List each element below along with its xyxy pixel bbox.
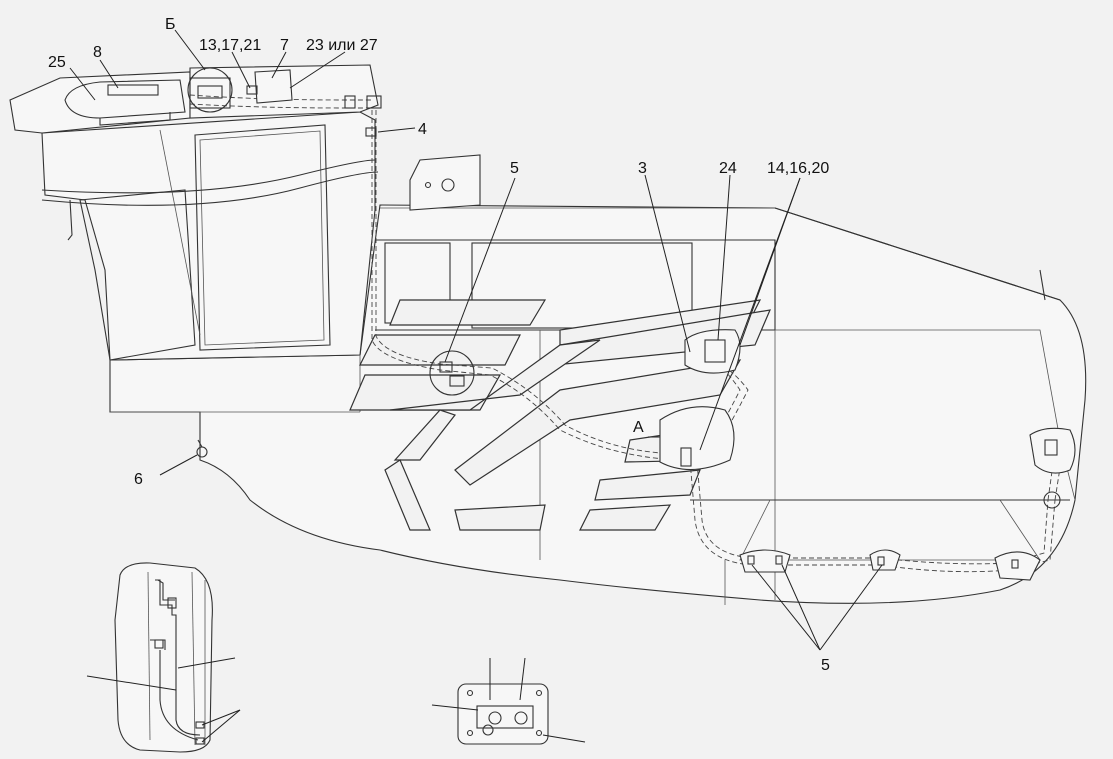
callout-5-bottom: 5 bbox=[821, 657, 830, 674]
cab-window bbox=[194, 124, 331, 351]
machine-body bbox=[9, 64, 1087, 605]
callout-3: 3 bbox=[638, 160, 647, 177]
callout-6: 6 bbox=[134, 471, 143, 488]
exhaust-box bbox=[409, 154, 481, 211]
callout-25: 25 bbox=[48, 54, 66, 71]
leader-lines bbox=[69, 29, 883, 651]
side-stripes bbox=[349, 299, 771, 531]
detail-a-outline bbox=[114, 562, 213, 753]
switch-knob-right bbox=[514, 711, 528, 725]
cab-box bbox=[41, 111, 376, 361]
callout-labels: 25 8 Б 13,17,21 7 23 или 27 4 5 3 24 14,… bbox=[48, 16, 830, 674]
equipment-box-23 bbox=[254, 69, 293, 104]
callout-a-main: А bbox=[633, 419, 644, 436]
detail-b-plate bbox=[457, 683, 549, 745]
detail-b-switch-panel bbox=[476, 705, 534, 729]
roof-console bbox=[64, 79, 186, 119]
callout-b-top: Б bbox=[165, 16, 176, 33]
detail-b bbox=[431, 657, 586, 745]
switch-knob-left bbox=[488, 711, 502, 725]
panel-b-location bbox=[189, 77, 231, 109]
component-24 bbox=[684, 329, 741, 374]
callout-5-top: 5 bbox=[510, 160, 519, 177]
callout-24: 24 bbox=[719, 160, 737, 177]
location-a bbox=[659, 406, 735, 471]
callout-4: 4 bbox=[418, 121, 427, 138]
cab-decal bbox=[41, 159, 376, 194]
detail-a bbox=[86, 562, 241, 753]
callout-14-16-20: 14,16,20 bbox=[767, 160, 829, 177]
callout-23-or-27: 23 или 27 bbox=[306, 37, 378, 54]
callout-13-17-21: 13,17,21 bbox=[199, 37, 261, 54]
callout-8: 8 bbox=[93, 44, 102, 61]
components bbox=[64, 67, 1076, 581]
callout-7: 7 bbox=[280, 37, 289, 54]
